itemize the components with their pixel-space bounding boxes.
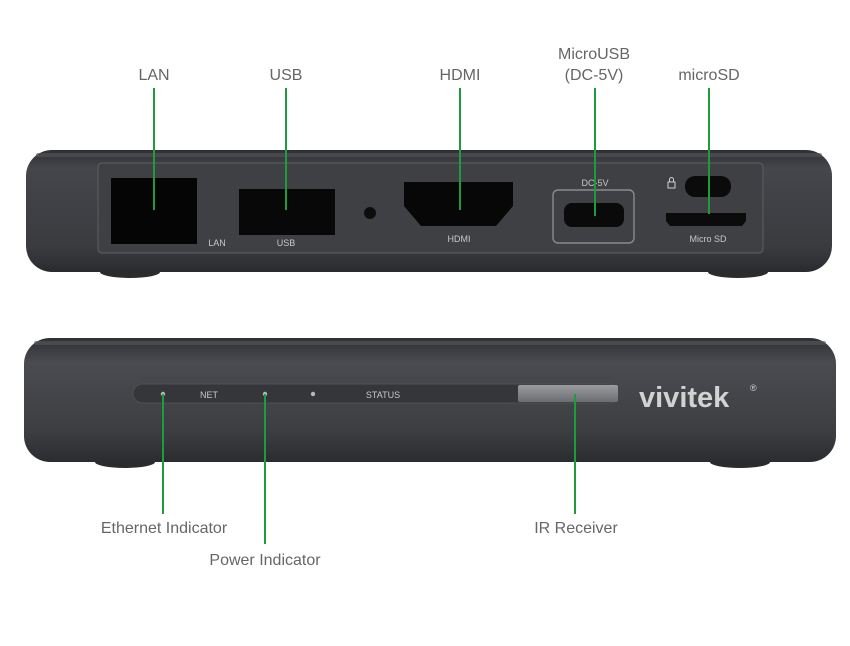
microusb-callout-line2: (DC-5V) <box>564 67 624 84</box>
usb-leader-line <box>285 88 287 210</box>
lan-callout: LAN <box>138 67 170 84</box>
power-leader-line <box>264 394 266 544</box>
hdmi-leader-line <box>459 88 461 210</box>
microsd-port-label: Micro SD <box>689 234 727 244</box>
microusb-callout-line1: MicroUSB <box>557 46 630 63</box>
lock-icon <box>667 177 676 189</box>
front-top-highlight <box>34 341 826 345</box>
ethernet-leader-line <box>162 394 164 514</box>
power-led <box>262 391 268 397</box>
lan-leader-line <box>153 88 155 210</box>
microsd-callout: microSD <box>678 67 740 84</box>
back-top-highlight <box>36 153 822 157</box>
back-panel: LAN USB HDMI DC-5V Micro SD <box>26 150 832 278</box>
ir-receiver-window <box>518 385 618 402</box>
dc-port-frame <box>552 189 635 244</box>
ir-leader-line <box>574 394 576 514</box>
microusb-leader-line <box>594 88 596 216</box>
microsd-slot <box>666 213 746 226</box>
microsd-leader-line <box>708 88 710 214</box>
hdmi-port-label: HDMI <box>448 234 471 244</box>
registered-mark: ® <box>750 383 757 393</box>
hdmi-callout: HDMI <box>439 67 481 84</box>
usb-port-label: USB <box>277 238 296 248</box>
vivitek-logo: vivitek <box>639 382 730 414</box>
status-indicator-label: STATUS <box>366 390 400 400</box>
ethernet-indicator-callout: Ethernet Indicator <box>100 520 228 537</box>
status-led <box>310 391 316 397</box>
usb-port <box>239 189 335 235</box>
usb-callout: USB <box>269 67 303 84</box>
reset-hole <box>364 207 376 219</box>
lan-port-label: LAN <box>208 238 226 248</box>
power-indicator-callout: Power Indicator <box>209 552 321 569</box>
front-panel: NET STATUS vivitek ® <box>24 338 836 468</box>
hdmi-port <box>404 182 513 226</box>
net-indicator-label: NET <box>200 390 219 400</box>
ir-receiver-callout: IR Receiver <box>534 520 618 537</box>
ethernet-led <box>160 391 166 397</box>
